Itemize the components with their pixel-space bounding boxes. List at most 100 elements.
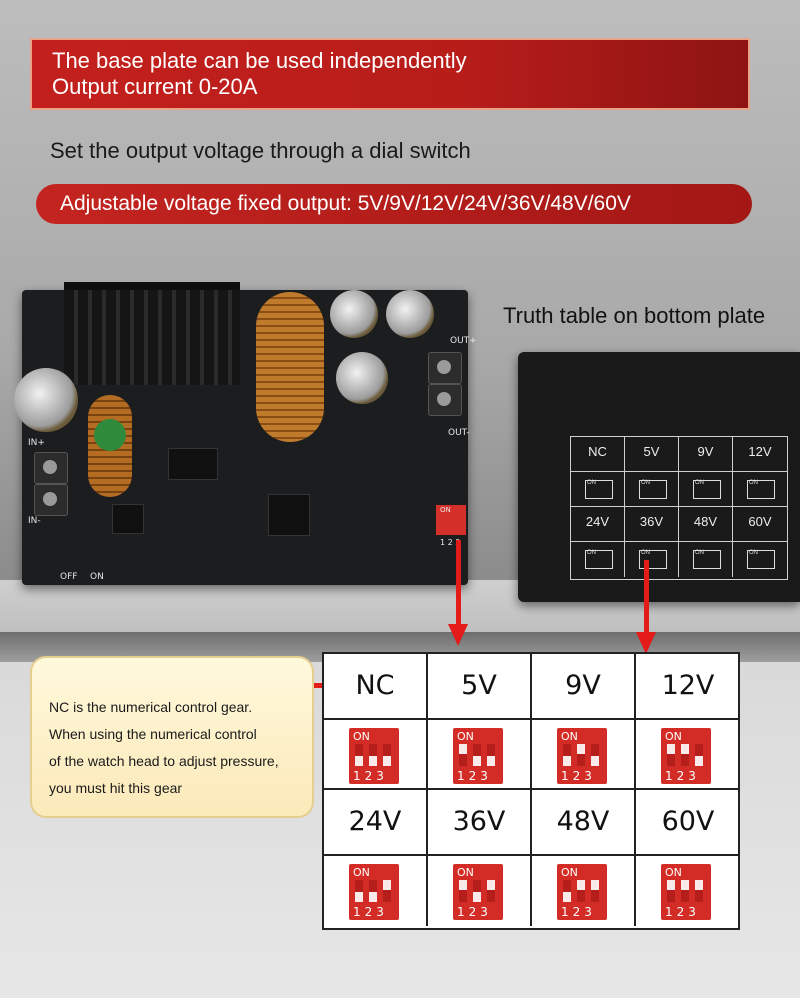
mini-dip-icon (747, 550, 775, 569)
mini-dip-cell (679, 472, 733, 507)
inductor-core (94, 419, 126, 451)
arrow-down-icon (448, 624, 468, 646)
mini-label-9v: 9V (679, 437, 733, 472)
dip-on-text: ON (353, 730, 370, 743)
arrow-board-line (456, 540, 461, 628)
mini-label-24v: 24V (571, 507, 625, 542)
dip-knob (695, 880, 703, 902)
dip-knob (591, 880, 599, 902)
mini-dip-cell (571, 542, 625, 577)
dip-knob (369, 744, 377, 766)
input-capacitor (14, 368, 78, 432)
dip-knob (563, 744, 571, 766)
dip-knob (695, 744, 703, 766)
output-capacitor-2 (386, 290, 434, 338)
out-minus-label: OUT- (448, 428, 470, 438)
dip-on-label: ON (440, 506, 451, 514)
dip-switch-icon: ON 123 (453, 864, 503, 920)
truth-switch-cell: ON 123 (428, 856, 532, 926)
nc-note: NC is the numerical control gear. When u… (30, 656, 314, 818)
truth-table-caption: Truth table on bottom plate (503, 303, 766, 328)
input-terminal-minus (34, 484, 68, 516)
mini-label-12v: 12V (733, 437, 787, 472)
dip-knob (459, 744, 467, 766)
output-capacitor-3 (336, 352, 388, 404)
arrow-down-icon (636, 632, 656, 654)
dip-numbers-text: 123 (457, 769, 492, 783)
dip-switch-icon: ON 123 (349, 728, 399, 784)
mini-dip-cell (733, 472, 787, 507)
on-label: ON (90, 572, 104, 582)
mini-dip-icon (639, 550, 667, 569)
mini-dip-cell (625, 542, 679, 577)
dip-knob (473, 744, 481, 766)
output-terminal-minus (428, 384, 462, 416)
dip-numbers-text: 123 (665, 905, 700, 919)
dip-knob (383, 880, 391, 902)
truth-label-9v: 9V (532, 654, 636, 720)
dip-numbers-text: 123 (353, 769, 388, 783)
mini-dip-icon (585, 550, 613, 569)
voltage-pill-banner: Adjustable voltage fixed output: 5V/9V/1… (36, 184, 752, 224)
dip-knob (355, 880, 363, 902)
mini-label-nc: NC (571, 437, 625, 472)
banner-line-1: The base plate can be used independently (52, 48, 467, 73)
dip-knob (681, 744, 689, 766)
dip-knob (369, 880, 377, 902)
mini-truth-table: NC 5V 9V 12V 24V 36V 48V 60V (570, 436, 788, 580)
dip-on-text: ON (457, 866, 474, 879)
mini-dip-icon (639, 480, 667, 499)
dip-numbers-text: 123 (457, 905, 492, 919)
truth-switch-cell: ON 123 (324, 720, 428, 790)
dip-on-text: ON (561, 866, 578, 879)
dip-knob (667, 744, 675, 766)
dip-knob (487, 880, 495, 902)
dip-knob (355, 744, 363, 766)
dip-knob (667, 880, 675, 902)
dip-on-text: ON (457, 730, 474, 743)
note-line-3: of the watch head to adjust pressure, (49, 753, 279, 769)
in-minus-label: IN- (28, 516, 41, 526)
dip-on-text: ON (665, 866, 682, 879)
dip-knob (591, 744, 599, 766)
truth-label-5v: 5V (428, 654, 532, 720)
truth-label-48v: 48V (532, 790, 636, 856)
mini-dip-icon (693, 550, 721, 569)
dip-knob (563, 880, 571, 902)
note-line-1: NC is the numerical control gear. (49, 699, 253, 715)
mini-dip-cell (679, 542, 733, 577)
dip-knob (681, 880, 689, 902)
arrow-plate-line (644, 560, 649, 634)
dip-numbers-text: 123 (353, 905, 388, 919)
mini-dip-cell (625, 472, 679, 507)
dip-knob (577, 880, 585, 902)
dip-knob (473, 880, 481, 902)
controller-chip (268, 494, 310, 536)
subtitle: Set the output voltage through a dial sw… (50, 138, 471, 163)
note-line-4: you must hit this gear (49, 780, 183, 796)
off-label: OFF (60, 572, 78, 582)
mini-label-48v: 48V (679, 507, 733, 542)
dip-numbers-label: 1 2 3 (440, 538, 461, 547)
input-inductor-coil (88, 395, 132, 497)
mini-dip-cell (571, 472, 625, 507)
dip-on-text: ON (353, 866, 370, 879)
mini-dip-icon (693, 480, 721, 499)
mini-dip-icon (747, 480, 775, 499)
dip-knob (459, 880, 467, 902)
mini-dip-cell (733, 542, 787, 577)
regulator-chip (112, 504, 144, 534)
main-inductor-coil (256, 292, 324, 442)
dip-on-text: ON (561, 730, 578, 743)
dip-switch-icon: ON 123 (349, 864, 399, 920)
dip-switch-icon: ON 123 (661, 864, 711, 920)
truth-switch-cell: ON 123 (428, 720, 532, 790)
board-dip-switch (436, 505, 466, 535)
